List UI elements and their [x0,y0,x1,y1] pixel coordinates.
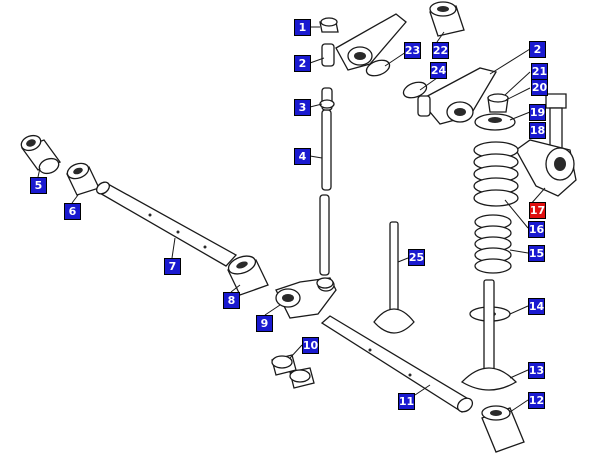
callout-7[interactable]: 7 [164,258,181,275]
part-rocker-shaft [96,181,238,267]
callout-23[interactable]: 23 [404,42,421,59]
part-pushrod-end [319,87,335,111]
part-bushing-6 [66,162,100,196]
callout-25[interactable]: 25 [408,249,425,266]
part-pushrod [316,109,334,289]
leader-lines [37,26,546,413]
callout-16[interactable]: 16 [528,221,545,238]
part-valve-guide [481,405,525,453]
callout-4[interactable]: 4 [294,148,311,165]
callout-22[interactable]: 22 [432,42,449,59]
callout-1[interactable]: 1 [294,19,311,36]
callout-24[interactable]: 24 [430,62,447,79]
callout-10[interactable]: 10 [302,337,319,354]
part-bushing-left [20,134,62,175]
part-bushing-22 [429,1,465,37]
part-nut [319,17,339,33]
callout-2-upper[interactable]: 2 [294,55,311,72]
callout-11[interactable]: 11 [398,393,415,410]
part-outer-spring [473,141,519,207]
part-valve-right [460,279,518,391]
part-spring-retainer [474,113,516,131]
callout-18[interactable]: 18 [529,122,546,139]
callout-17[interactable]: 17 [529,202,546,219]
part-valve-keys [487,93,509,113]
part-valve-left [373,221,415,334]
part-rings [365,59,428,99]
part-rocker-arm-upper [321,13,407,71]
part-inner-spring [474,214,512,274]
callout-5[interactable]: 5 [30,177,47,194]
part-small-bushings [271,354,315,389]
callout-15[interactable]: 15 [528,245,545,262]
callout-14[interactable]: 14 [528,298,545,315]
part-lower-shaft [320,315,474,413]
callout-13[interactable]: 13 [528,362,545,379]
callout-3[interactable]: 3 [294,99,311,116]
part-rocker-arm-right [417,67,498,125]
callout-12[interactable]: 12 [528,392,545,409]
callout-21[interactable]: 21 [531,63,548,80]
callout-20[interactable]: 20 [531,79,548,96]
part-rocker-pedestal [515,139,577,197]
callout-8[interactable]: 8 [223,292,240,309]
callout-6[interactable]: 6 [64,203,81,220]
callout-9[interactable]: 9 [256,315,273,332]
part-bolt [545,93,567,157]
callout-2-right[interactable]: 2 [529,41,546,58]
callout-19[interactable]: 19 [529,104,546,121]
